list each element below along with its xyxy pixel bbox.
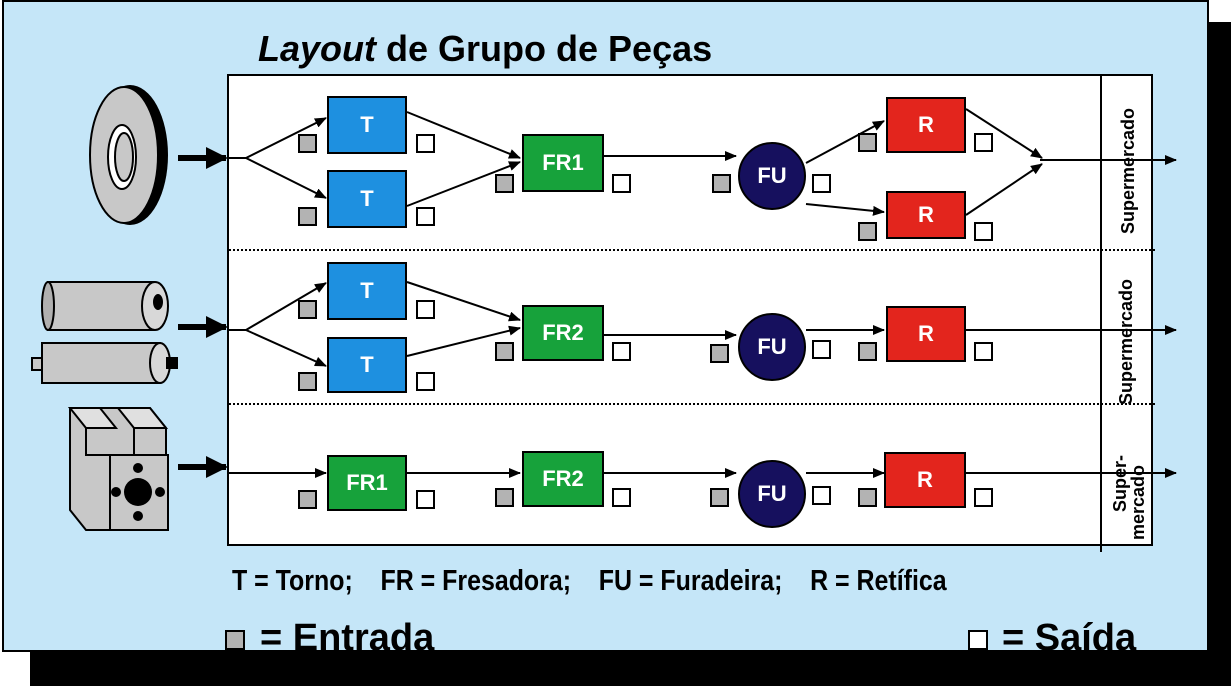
input-square	[712, 174, 731, 193]
output-square	[812, 340, 831, 359]
block-part-icon	[67, 407, 169, 531]
machine-torno: T	[327, 96, 407, 154]
input-square	[495, 342, 514, 361]
machine-fresadora: FR1	[327, 455, 407, 511]
supermarket-label-line2: mercado	[1128, 464, 1148, 540]
output-square	[974, 133, 993, 152]
legend-saida: = Saída	[1002, 617, 1137, 659]
input-square	[858, 488, 877, 507]
machine-torno: T	[327, 262, 407, 320]
input-square	[858, 133, 877, 152]
machine-furadeira: FU	[738, 313, 806, 381]
supermarket-label: Supermercado	[1118, 107, 1138, 234]
input-square	[298, 372, 317, 391]
row-separator-2	[229, 403, 1155, 405]
output-square	[612, 174, 631, 193]
output-square	[974, 222, 993, 241]
supermarket-divider	[1100, 74, 1102, 552]
machine-fresadora: FR2	[522, 305, 604, 361]
input-square	[858, 222, 877, 241]
washer-part-icon	[89, 85, 168, 225]
output-square	[974, 488, 993, 507]
legend-entrada: = Entrada	[260, 617, 435, 659]
output-square	[416, 207, 435, 226]
output-square	[974, 342, 993, 361]
output-square	[812, 486, 831, 505]
machine-furadeira: FU	[738, 142, 806, 210]
input-square	[298, 207, 317, 226]
output-square	[416, 490, 435, 509]
entrada-legend-square	[225, 630, 245, 650]
input-square	[495, 488, 514, 507]
row-separator-1	[229, 249, 1155, 251]
input-square	[710, 488, 729, 507]
output-square	[612, 342, 631, 361]
machine-fresadora: FR1	[522, 134, 604, 192]
saida-legend-square	[968, 630, 988, 650]
legend-abbreviations: T = Torno; FR = Fresadora; FU = Furadeir…	[232, 565, 947, 597]
supermarket-label: Supermercado	[1116, 278, 1136, 405]
input-square	[298, 490, 317, 509]
cylinder-parts-icon	[31, 281, 178, 384]
supermarket-label-line1: Super-	[1110, 454, 1130, 512]
machine-retifica: R	[886, 191, 966, 239]
machine-furadeira: FU	[738, 460, 806, 528]
input-square	[298, 300, 317, 319]
output-square	[612, 488, 631, 507]
output-square	[416, 372, 435, 391]
machine-retifica: R	[886, 97, 966, 153]
input-square	[495, 174, 514, 193]
machine-fresadora: FR2	[522, 451, 604, 507]
machine-retifica: R	[884, 452, 966, 508]
output-square	[416, 134, 435, 153]
machine-retifica: R	[886, 306, 966, 362]
input-square	[710, 344, 729, 363]
machine-torno: T	[327, 170, 407, 228]
output-square	[416, 300, 435, 319]
input-square	[858, 342, 877, 361]
machine-torno: T	[327, 337, 407, 393]
output-square	[812, 174, 831, 193]
input-square	[298, 134, 317, 153]
page-title: Layout de Grupo de Peças	[258, 28, 713, 69]
